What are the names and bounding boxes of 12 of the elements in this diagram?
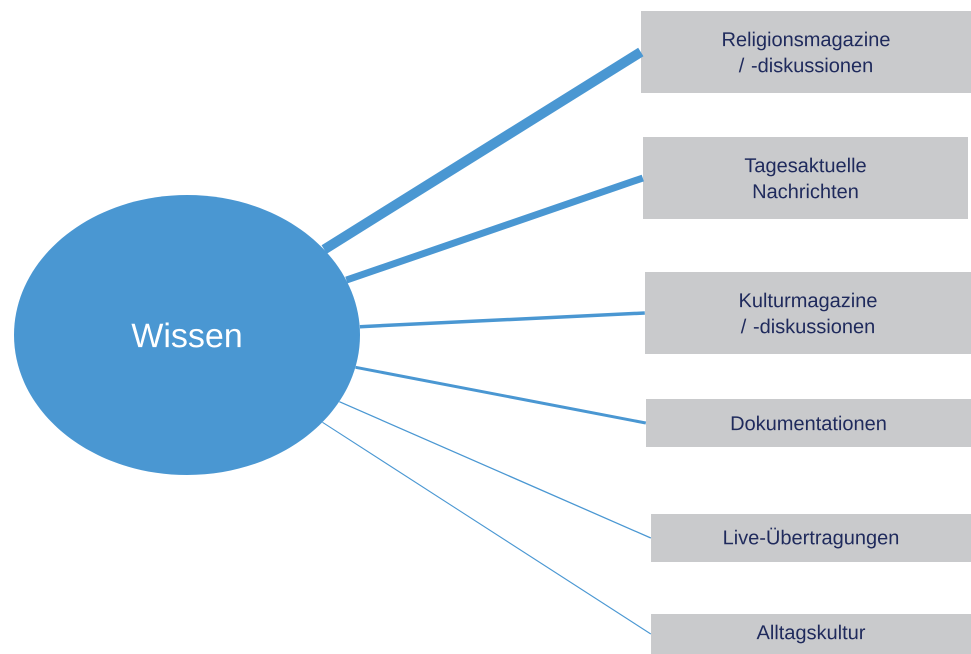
connector-line [360, 311, 645, 328]
connector-line [322, 422, 652, 634]
topic-box: Live-Übertragungen [651, 514, 971, 562]
topic-box: Tagesaktuelle Nachrichten [643, 137, 968, 219]
topic-box: Kulturmagazine / -diskussionen [645, 272, 971, 354]
connector-line [355, 366, 646, 424]
topic-box: Alltagskultur [651, 614, 971, 654]
connector-line [339, 401, 652, 539]
topic-box: Dokumentationen [646, 399, 971, 447]
topic-box: Religionsmagazine / -diskussionen [641, 11, 971, 93]
connector-line [322, 48, 644, 254]
connector-line [345, 174, 644, 284]
